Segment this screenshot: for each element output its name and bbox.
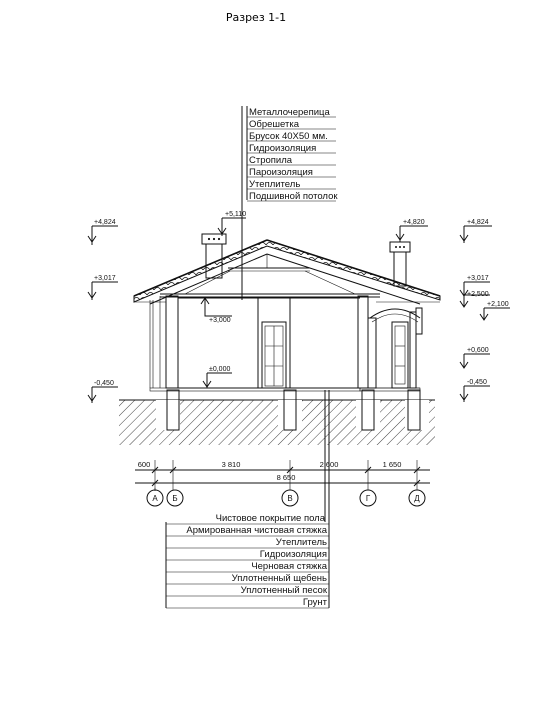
- elevation-mark: +4,824: [467, 219, 489, 226]
- roof: [133, 239, 441, 305]
- chimney-left: [201, 233, 227, 279]
- axis-label: Б: [172, 494, 177, 503]
- floor-layer-label: Гидроизоляция: [260, 549, 327, 560]
- roof-layer-label: Утеплитель: [249, 179, 300, 190]
- dimension-label: 3 810: [222, 460, 241, 469]
- drawing-title: Разрез 1-1: [226, 11, 286, 24]
- roof-layer-label: Металлочерепица: [249, 107, 330, 118]
- floor-layer-label: Уплотненный щебень: [232, 573, 327, 584]
- floor-layer-label: Чистовое покрытие пола: [216, 513, 326, 524]
- exterior-door: [369, 307, 423, 389]
- chimney-right: [389, 241, 411, 287]
- elevation-mark: +3,000: [209, 317, 231, 324]
- floor-layer-label: Утеплитель: [276, 537, 327, 548]
- elevation-mark: +2,100: [487, 301, 509, 308]
- elevation-mark: +3,017: [94, 275, 116, 282]
- axis-label: Д: [414, 494, 420, 503]
- elevation-mark: +4,824: [94, 219, 116, 226]
- dimension-label: 1 650: [383, 460, 402, 469]
- roof-layer-label: Подшивной потолок: [249, 191, 338, 202]
- elevation-mark: -0,450: [94, 380, 114, 387]
- dimension-label: 600: [138, 460, 151, 469]
- axis-label: В: [287, 494, 292, 503]
- elevation-mark: +3,017: [467, 275, 489, 282]
- axis-label: Г: [366, 494, 371, 503]
- dimension-lines: 600 3 810 2 600 1 650 8 650: [135, 460, 430, 490]
- roof-layers-callout: Металлочерепица Обрешетка Брусок 40Х50 м…: [241, 106, 338, 300]
- elevation-mark: +4,820: [403, 219, 425, 226]
- floor-layer-label: Уплотненный песок: [241, 585, 328, 596]
- elevation-mark: +5,110: [225, 211, 246, 218]
- dimension-label: 8 650: [277, 473, 296, 482]
- roof-layer-label: Брусок 40Х50 мм.: [249, 131, 328, 142]
- elevation-mark: +2,500: [467, 291, 489, 298]
- ground: [119, 399, 435, 445]
- floor-layer-label: Грунт: [303, 597, 328, 608]
- floor-layer-label: Черновая стяжка: [251, 561, 327, 572]
- floor-layers-callout: Чистовое покрытие пола Армированная чист…: [165, 390, 330, 609]
- roof-layer-label: Обрешетка: [249, 119, 300, 130]
- grid-axes: А Б В Г Д: [146, 488, 426, 507]
- elevation-marks: +4,824 +3,017 -0,450 +5,110 +4,820 +3,00…: [87, 211, 510, 403]
- interior-door: [261, 321, 287, 389]
- floor-layer-label: Армированная чистовая стяжка: [186, 525, 327, 536]
- elevation-mark: +0,600: [467, 347, 489, 354]
- roof-layer-label: Гидроизоляция: [249, 143, 316, 154]
- walls: [149, 295, 420, 389]
- elevation-mark: ±0,000: [209, 366, 230, 373]
- roof-layer-label: Пароизоляция: [249, 167, 313, 178]
- axis-label: А: [152, 494, 158, 503]
- roof-layer-label: Стропила: [249, 155, 293, 166]
- elevation-mark: -0,450: [467, 379, 487, 386]
